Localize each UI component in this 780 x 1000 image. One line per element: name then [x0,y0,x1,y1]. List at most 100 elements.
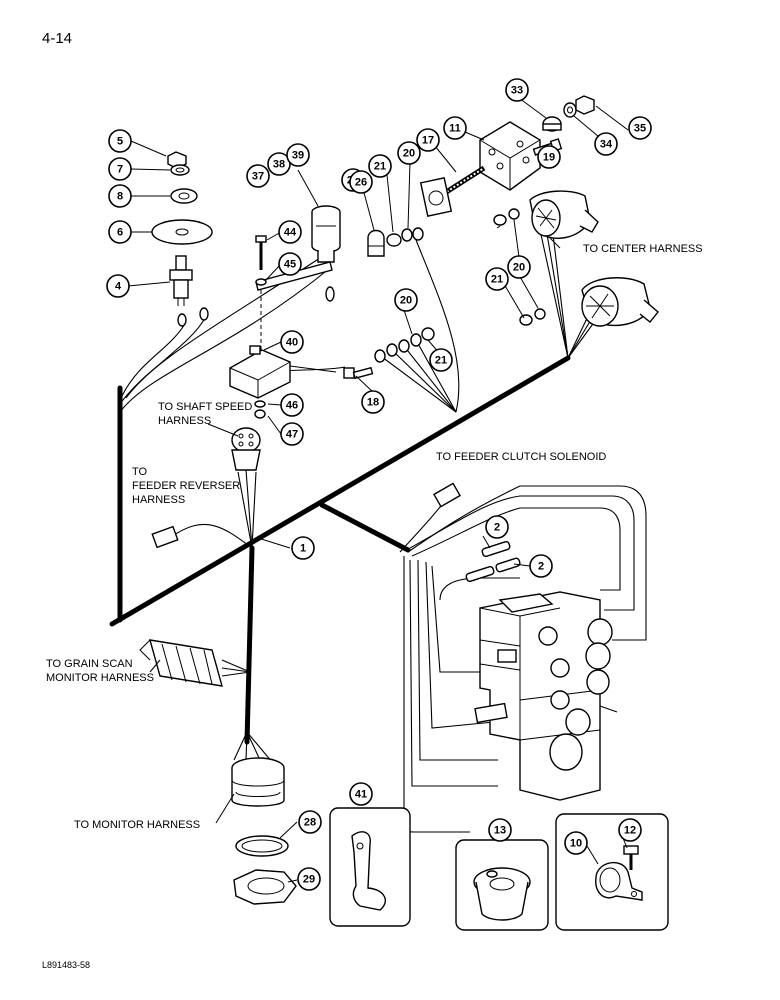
callout-10: 10 [564,831,588,855]
feeder-clutch-connector [433,482,461,508]
terminal-lugs-left [177,307,209,327]
callout-number: 35 [634,123,646,135]
main-harness-trunk [109,355,571,627]
harness-monitor-branch [244,545,255,745]
nut-21-a [386,233,402,247]
callout-7: 7 [108,157,132,181]
callout-number: 2 [538,561,544,573]
callout-44: 44 [278,220,302,244]
callout-1: 1 [291,536,315,560]
callout-28: 28 [298,810,322,834]
callout-20: 20 [507,255,531,279]
reservoir-39 [311,205,341,272]
center-harness-connector-lower [581,277,659,327]
callout-2: 2 [529,554,553,578]
callout-18: 18 [361,390,385,414]
connector-body-11 [479,121,541,191]
label-grain-scan-2: MONITOR HARNESS [46,672,154,684]
document-code: L891483-58 [42,960,91,970]
callout-45: 45 [278,252,302,276]
callout-number: 4 [115,281,122,293]
callout-6: 6 [108,220,132,244]
terminal-lug-39 [325,286,335,302]
callout-number: 20 [513,262,525,274]
callout-41: 41 [349,782,373,806]
nut-21-b [493,214,507,226]
label-center-harness: TO CENTER HARNESS [583,243,703,255]
washer-6 [151,219,213,245]
callout-number: 20 [403,148,415,160]
switch-4 [169,255,193,306]
callout-number: 39 [292,150,304,162]
callout-26: 26 [349,170,373,194]
terminal-ring-a [412,227,424,241]
callout-17: 17 [416,128,440,152]
callout-5: 5 [108,129,132,153]
label-feeder-reverser-2: FEEDER REVERSER [132,480,241,492]
callout-number: 44 [284,227,297,239]
callout-39: 39 [286,143,310,167]
connector-terminal-2a [481,540,511,558]
callout-number: 13 [494,825,506,837]
label-feeder-reverser-1: TO [132,466,148,478]
bulb-26 [367,229,385,257]
callout-20: 20 [394,288,418,312]
callout-number: 6 [117,227,123,239]
retaining-ring-28 [235,835,289,857]
callout-21: 21 [429,348,453,372]
callout-21: 21 [368,154,392,178]
center-harness-connector-upper [529,190,599,239]
callout-number: 37 [252,171,264,183]
nut-21-c [519,314,533,326]
callout-number: 26 [355,177,367,189]
callout-number: 29 [303,874,315,886]
callout-number: 12 [624,825,636,837]
inset-box-41 [329,807,411,927]
label-grain-scan-1: TO GRAIN SCAN [46,658,133,670]
callout-number: 1 [300,543,306,555]
callout-number: 21 [374,161,386,173]
callout-number: 17 [422,135,434,147]
callout-33: 33 [505,78,529,102]
callout-number: 34 [600,139,613,151]
callout-20: 20 [397,141,421,165]
label-shaft-speed-1: TO SHAFT SPEED [158,401,253,413]
washer-20-a [401,228,413,242]
callout-number: 7 [117,164,123,176]
callout-number: 38 [273,159,285,171]
callout-number: 33 [511,85,523,97]
callout-13: 13 [488,818,512,842]
label-shaft-speed-2: HARNESS [158,415,212,427]
label-feeder-clutch: TO FEEDER CLUTCH SOLENOID [436,451,607,463]
washer-45 [255,278,267,286]
callout-46: 46 [280,393,304,417]
callout-number: 46 [286,400,298,412]
inset-box-13 [455,839,549,931]
callout-number: 21 [491,274,503,286]
callout-number: 19 [543,152,555,164]
nut-47 [254,409,266,419]
washer-20-b [508,208,520,220]
label-feeder-reverser-3: HARNESS [132,494,186,506]
valve-assembly [474,591,613,801]
callout-number: 8 [117,191,123,203]
screw-44 [255,235,267,270]
washer-7 [170,164,190,176]
callout-11: 11 [443,116,467,140]
callout-37: 37 [246,164,270,188]
connector-terminal-2b [465,557,521,583]
callout-number: 11 [449,123,461,135]
callout-40: 40 [280,330,304,354]
callout-number: 10 [570,838,582,850]
callout-19: 19 [537,145,561,169]
micro-switch-40 [229,345,337,399]
callout-number: 18 [367,397,379,409]
washer-8 [170,188,198,204]
callout-number: 40 [286,337,298,349]
page-number: 4-14 [42,30,73,47]
callout-21: 21 [485,267,509,291]
bracket-left [255,261,333,291]
washer-20-c [534,308,546,320]
